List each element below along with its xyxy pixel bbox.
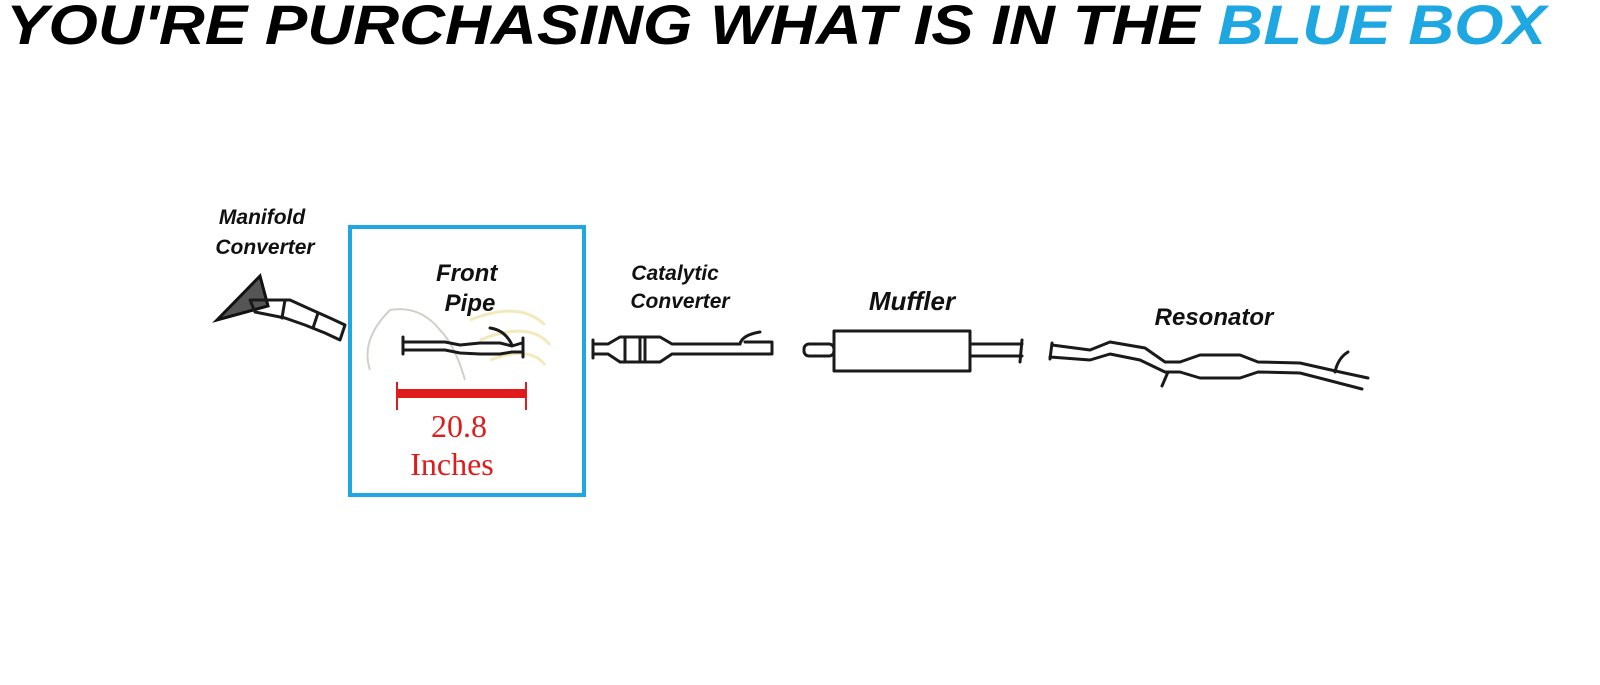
watermark-logo bbox=[366, 308, 552, 381]
selection-box bbox=[348, 225, 586, 497]
front-pipe-label: Front Pipe bbox=[436, 260, 504, 317]
manifold-converter-part bbox=[212, 273, 347, 342]
muffler-label: Muffler bbox=[869, 286, 957, 316]
catalytic-label: Catalytic Converter bbox=[630, 262, 731, 313]
manifold-label: Manifold Converter bbox=[215, 206, 316, 259]
measurement-label: 20.8 Inches bbox=[410, 408, 495, 482]
measurement-bar bbox=[396, 382, 527, 410]
front-pipe-part bbox=[401, 326, 525, 359]
catalytic-converter-part bbox=[591, 330, 774, 364]
title-main: YOU'RE PURCHASING WHAT IS IN THE bbox=[6, 0, 1217, 56]
resonator-label: Resonator bbox=[1155, 304, 1275, 331]
title-highlight: BLUE BOX bbox=[1217, 0, 1550, 56]
muffler-part bbox=[802, 329, 1024, 373]
page-title: YOU'RE PURCHASING WHAT IS IN THE BLUE BO… bbox=[6, 0, 1550, 56]
resonator-part bbox=[1048, 340, 1370, 391]
